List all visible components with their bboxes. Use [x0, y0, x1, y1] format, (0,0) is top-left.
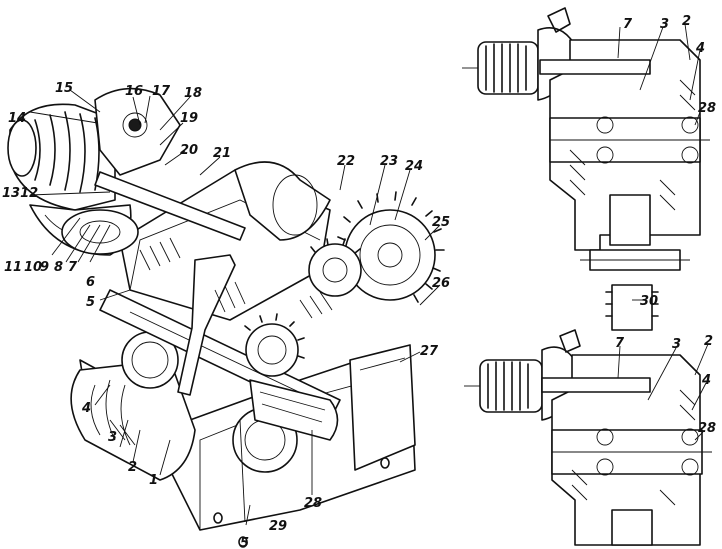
section-gear-lower: [611, 509, 653, 546]
bottom-label-28: 28: [698, 421, 716, 436]
pinion-gear: [308, 238, 362, 297]
upper-cylinder: [234, 161, 331, 241]
hatching: [109, 237, 333, 446]
top-label-4: 4: [695, 41, 705, 56]
bottom-label-7: 7: [615, 336, 625, 351]
label-15: 15: [55, 81, 73, 96]
rod-lower: [541, 377, 651, 393]
label-26: 26: [432, 276, 450, 291]
label-3: 3: [108, 430, 117, 445]
spring-housing-lower: [479, 359, 543, 413]
label-21: 21: [213, 146, 231, 161]
top-section-drawing: 7 3 2 4 28 30: [462, 7, 716, 331]
section-gear: [609, 194, 651, 246]
label-4: 4: [81, 401, 91, 416]
label-14: 14: [8, 111, 26, 126]
label-16: 16: [125, 84, 143, 99]
bolt-hole: [238, 536, 248, 548]
label-27: 27: [420, 344, 439, 359]
output-gear: [611, 284, 653, 331]
bolt-hole: [213, 512, 223, 524]
end-cover: [349, 344, 416, 471]
bottom-label-2: 2: [704, 334, 713, 349]
front-drum: [70, 359, 196, 481]
label-1312: 1312: [2, 186, 38, 201]
bottom-section-drawing: 7 3 2 4 28: [464, 329, 716, 546]
label-6: 6: [86, 275, 95, 290]
shift-fork: [177, 254, 236, 396]
label-25: 25: [432, 215, 450, 230]
main-assembly-drawing: 1 2 3 4 5 5 6 7 8 9 10 11 1312 14 15 16 …: [2, 81, 450, 549]
label-5-upper: 5: [86, 295, 95, 310]
label-22: 22: [337, 154, 355, 169]
label-28: 28: [304, 496, 322, 511]
bottom-label-3: 3: [672, 337, 681, 352]
label-23: 23: [380, 154, 398, 169]
label-2: 2: [128, 460, 137, 475]
top-label-7: 7: [623, 17, 633, 32]
rod: [539, 59, 651, 75]
leader-lines: [51, 89, 441, 526]
top-label-3: 3: [660, 17, 669, 32]
piston-rod: [94, 171, 246, 241]
main-labels: 1 2 3 4 5 5 6 7 8 9 10 11 1312 14 15 16 …: [2, 81, 450, 549]
label-8: 8: [54, 260, 63, 275]
label-18: 18: [184, 86, 202, 101]
label-20: 20: [180, 143, 198, 158]
label-29: 29: [269, 519, 287, 534]
label-9: 9: [40, 260, 49, 275]
spring-cylinder: [7, 103, 116, 211]
bottom-label-4: 4: [701, 373, 711, 388]
label-24: 24: [405, 159, 423, 174]
label-19: 19: [180, 111, 198, 126]
label-17: 17: [152, 84, 171, 99]
valve-assembly: [94, 87, 181, 176]
top-label-28: 28: [698, 101, 716, 116]
label-5-lower: 5: [240, 536, 249, 549]
label-7: 7: [68, 260, 78, 275]
spring-housing: [477, 41, 539, 95]
top-label-30: 30: [640, 294, 658, 309]
label-11: 11: [4, 260, 22, 275]
disc: [61, 209, 139, 255]
label-1: 1: [149, 473, 158, 488]
label-10: 10: [24, 260, 42, 275]
top-label-2: 2: [682, 14, 691, 29]
gear: [244, 313, 305, 377]
